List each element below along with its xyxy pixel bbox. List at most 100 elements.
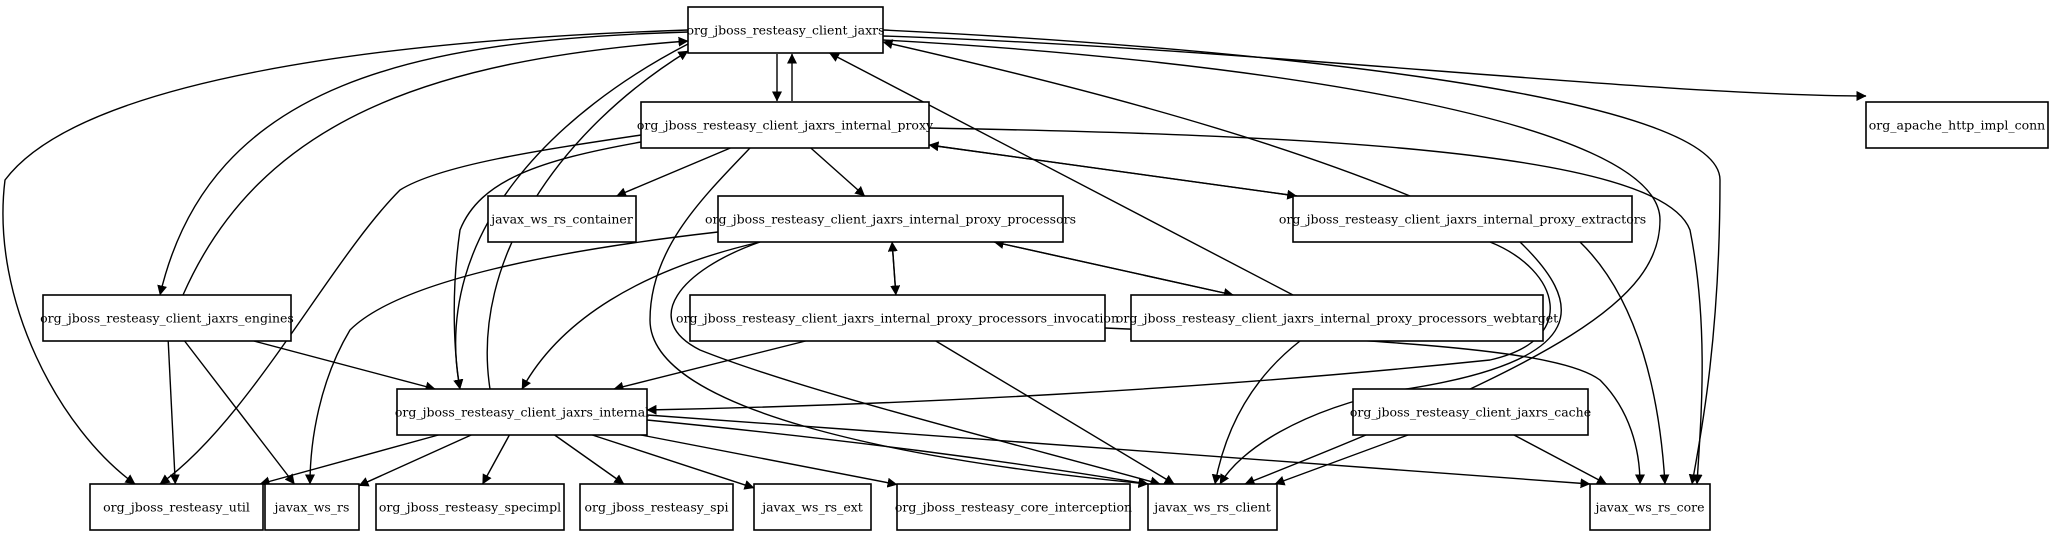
dependency-edge-processors-to-internal [521, 241, 761, 390]
package-node-box [753, 483, 872, 531]
dependency-edge-internal-to-spi [554, 434, 625, 485]
dependency-edge-internal-to-util [259, 434, 439, 487]
package-node-container: javax_ws_rs_container [487, 195, 637, 243]
package-node-label: javax_ws_rs_core [1593, 500, 1704, 515]
dependency-edge-jaxrs-to-engines [157, 31, 689, 296]
dependency-edge-proxy-to-internal [453, 141, 642, 390]
package-node-util: org_jboss_resteasy_util [89, 483, 264, 531]
dependency-edge-internal-to-specimpl [481, 434, 511, 485]
package-node-specimpl: org_jboss_resteasy_specimpl [375, 483, 565, 531]
package-node-internal: org_jboss_resteasy_client_jaxrs_internal [395, 388, 649, 436]
package-node-label: org_jboss_resteasy_client_jaxrs_internal… [676, 311, 1119, 326]
dependency-edge-jaxrs-to-internal [453, 43, 689, 390]
dependency-edge-webtarget-to-jaxrs [829, 52, 1294, 296]
package-node-box [717, 195, 1064, 243]
package-node-spi: org_jboss_resteasy_spi [579, 483, 734, 531]
package-node-label: org_jboss_resteasy_client_jaxrs_internal… [1116, 311, 1558, 326]
dependency-edge-internal-to-interception [640, 434, 898, 488]
package-node-label: javax_ws_rs_ext [760, 500, 863, 515]
dependency-edge-extractors-to-internal [646, 241, 1551, 415]
package-node-client: javax_ws_rs_client [1147, 483, 1278, 531]
dependency-edge-proxy-to-client [649, 147, 1149, 489]
package-node-box [1130, 294, 1544, 342]
dependency-edge-jaxrs-to-util [2, 29, 689, 485]
package-node-webtarget: org_jboss_resteasy_client_jaxrs_internal… [1116, 294, 1558, 342]
package-node-box [896, 483, 1131, 531]
dependency-edge-proxy-to-util [159, 134, 642, 485]
dependency-edge-proxy-to-processors [810, 147, 866, 197]
dependency-edge-engines-to-internal [253, 340, 436, 392]
package-node-jaxrs: org_jboss_resteasy_client_jaxrs [686, 6, 885, 54]
package-node-box [640, 101, 930, 149]
package-node-ext: javax_ws_rs_ext [753, 483, 872, 531]
dependency-edge-extractors-to-client [1219, 241, 1562, 485]
edges [2, 29, 1867, 490]
package-node-label: org_jboss_resteasy_client_jaxrs_internal [395, 405, 649, 420]
dependency-edge-engines-to-rs [184, 340, 295, 485]
package-node-box [375, 483, 565, 531]
package-node-label: org_jboss_resteasy_client_jaxrs [686, 23, 884, 38]
dependency-edge-internal-to-rs [358, 434, 472, 487]
dependency-edge-proxy-to-core [928, 127, 1703, 485]
package-node-box [264, 483, 360, 531]
dependency-edge-extractors-to-core [1579, 241, 1670, 485]
dependency-edge-proxy-to-container [616, 147, 731, 197]
dependency-edge-extractors-to-jaxrs [882, 39, 1411, 197]
nodes: org_jboss_resteasy_client_jaxrs org_jboss… [40, 6, 2049, 531]
package-node-label: javax_ws_rs_client [1152, 500, 1271, 515]
package-node-label: org_jboss_resteasy_client_jaxrs_internal… [1279, 212, 1646, 227]
dependency-edge-cache-to-core [1513, 434, 1607, 485]
package-node-label: org_jboss_resteasy_client_jaxrs_engines [40, 311, 294, 326]
package-node-box [687, 6, 884, 54]
package-node-invocation: org_jboss_resteasy_client_jaxrs_internal… [676, 294, 1119, 342]
dependency-edge-invocation-to-client [935, 340, 1175, 485]
package-node-proxy: org_jboss_resteasy_client_jaxrs_internal… [637, 101, 934, 149]
dependency-edge-extractors-to-proxy [928, 141, 1297, 197]
dependency-edge-engines-to-jaxrs [182, 36, 689, 296]
package-node-label: org_jboss_resteasy_client_jaxrs_cache [1350, 405, 1591, 420]
package-node-box [396, 388, 648, 436]
package-node-label: org_apache_http_impl_conn [1869, 118, 2045, 133]
package-node-cache: org_jboss_resteasy_client_jaxrs_cache [1350, 388, 1591, 436]
package-node-label: org_jboss_resteasy_spi [584, 500, 728, 515]
package-node-label: javax_ws_rs_container [489, 212, 633, 227]
package-node-engines: org_jboss_resteasy_client_jaxrs_engines [40, 294, 294, 342]
dependency-edge-jaxrs-to-client [882, 39, 1661, 486]
dependency-edge-webtarget-to-processors [993, 239, 1234, 296]
package-node-box [579, 483, 734, 531]
package-node-box [1589, 483, 1711, 531]
dependency-edge-jaxrs-to-core [882, 29, 1721, 485]
package-node-label: org_jboss_resteasy_client_jaxrs_internal… [705, 212, 1076, 227]
dependency-edge-jaxrs-to-apache [882, 35, 1867, 101]
dependency-edge-webtarget-to-client [1211, 340, 1301, 485]
package-node-rs: javax_ws_rs [264, 483, 360, 531]
dependency-edge-internal-to-client [646, 419, 1149, 488]
package-node-apache: org_apache_http_impl_conn [1865, 101, 2049, 149]
package-node-core: javax_ws_rs_core [1589, 483, 1711, 531]
package-node-box [1352, 388, 1589, 436]
package-node-box [487, 195, 637, 243]
package-node-label: org_jboss_resteasy_client_jaxrs_internal… [637, 118, 934, 133]
dependency-edge-cache-to-client [1274, 434, 1409, 486]
package-node-box [1292, 195, 1633, 243]
package-node-box [42, 294, 292, 342]
dependency-edge-internal-to-core [646, 414, 1591, 489]
package-node-processors: org_jboss_resteasy_client_jaxrs_internal… [705, 195, 1076, 243]
package-node-extractors: org_jboss_resteasy_client_jaxrs_internal… [1279, 195, 1646, 243]
package-node-box [89, 483, 264, 531]
dependency-edge-engines-to-util [167, 340, 180, 485]
package-node-label: org_jboss_resteasy_util [103, 500, 250, 515]
package-node-interception: org_jboss_resteasy_core_interception [895, 483, 1132, 531]
package-node-label: javax_ws_rs [273, 500, 350, 515]
package-node-box [689, 294, 1106, 342]
dependency-edge-invocation-to-processors [887, 241, 898, 296]
dependency-edge-invocation-to-internal [613, 340, 806, 392]
package-node-label: org_jboss_resteasy_specimpl [379, 500, 561, 515]
package-node-label: org_jboss_resteasy_core_interception [895, 500, 1132, 515]
dependency-edge-processors-to-rs [305, 231, 719, 485]
package-node-box [1865, 101, 2049, 149]
package-node-box [1147, 483, 1278, 531]
dependency-edge-processors-to-client [670, 241, 1161, 487]
dependency-edge-internal-to-ext [592, 434, 755, 490]
